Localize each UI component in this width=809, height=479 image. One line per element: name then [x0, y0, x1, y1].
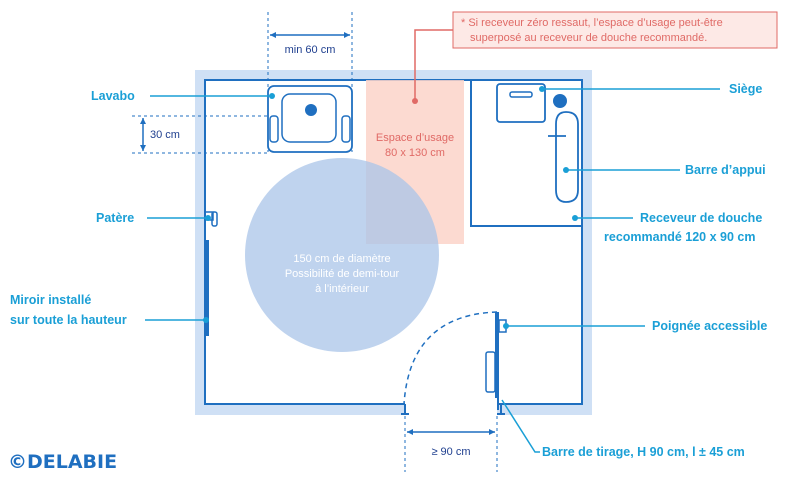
coat-hook-arm	[211, 211, 218, 227]
washbasin-bar-right	[341, 115, 351, 143]
note-leader	[414, 29, 453, 101]
washbasin-bar-left	[269, 115, 279, 143]
leader-dot	[203, 317, 209, 323]
seat-icon	[496, 83, 546, 123]
dim-30: 30 cm	[150, 129, 180, 141]
leader-dot	[269, 93, 275, 99]
tap-icon	[305, 104, 317, 116]
leader-dot	[572, 215, 578, 221]
note-line-2: superposé au receveur de douche recomman…	[470, 32, 707, 44]
leader-dot	[563, 167, 569, 173]
label-miroir-2: sur toute la hauteur	[10, 313, 127, 327]
leader-dot	[539, 86, 545, 92]
arrowhead	[407, 429, 413, 435]
label-siege: Siège	[729, 82, 762, 96]
circle-line-2: Possibilité de demi-tour	[285, 268, 400, 280]
note-leader-dot	[412, 98, 418, 104]
label-miroir-1: Miroir installé	[10, 293, 91, 307]
circle-line-1: 150 cm de diamètre	[293, 253, 390, 265]
leader-dot	[503, 323, 509, 329]
turning-circle	[245, 158, 439, 352]
dim-door-90: ≥ 90 cm	[431, 446, 470, 458]
circle-line-3: à l’intérieur	[315, 283, 369, 295]
arrowhead	[270, 32, 276, 38]
dim-min-60: min 60 cm	[285, 44, 336, 56]
label-patere: Patère	[96, 211, 134, 225]
label-barre-appui: Barre d’appui	[685, 163, 766, 177]
arrowhead	[489, 429, 495, 435]
note-box	[452, 11, 778, 49]
usage-zone-size: 80 x 130 cm	[385, 147, 445, 159]
grab-bar-icon	[555, 111, 579, 203]
label-receveur-2: recommandé 120 x 90 cm	[604, 230, 755, 244]
arrowhead	[140, 145, 146, 151]
note-line-1: * Si receveur zéro ressaut, l’espace d’u…	[461, 17, 723, 29]
seat-handle	[509, 91, 533, 98]
leader-barre-tirage	[501, 399, 540, 453]
label-lavabo: Lavabo	[91, 89, 135, 103]
label-receveur-1: Receveur de douche	[640, 211, 762, 225]
arrowhead	[344, 32, 350, 38]
door-swing-arc	[403, 311, 498, 405]
brand-logo: ©DELABIE	[8, 451, 117, 473]
washbasin-bowl	[281, 93, 337, 143]
usage-zone-title: Espace d’usage	[376, 132, 454, 144]
arrowhead	[140, 118, 146, 124]
label-poignee: Poignée accessible	[652, 319, 767, 333]
shower-head-icon	[553, 94, 567, 108]
door-gap	[405, 398, 497, 416]
pull-bar-icon	[485, 351, 496, 393]
leader-dot	[205, 215, 211, 221]
label-barre-tirage: Barre de tirage, H 90 cm, l ± 45 cm	[542, 445, 745, 459]
